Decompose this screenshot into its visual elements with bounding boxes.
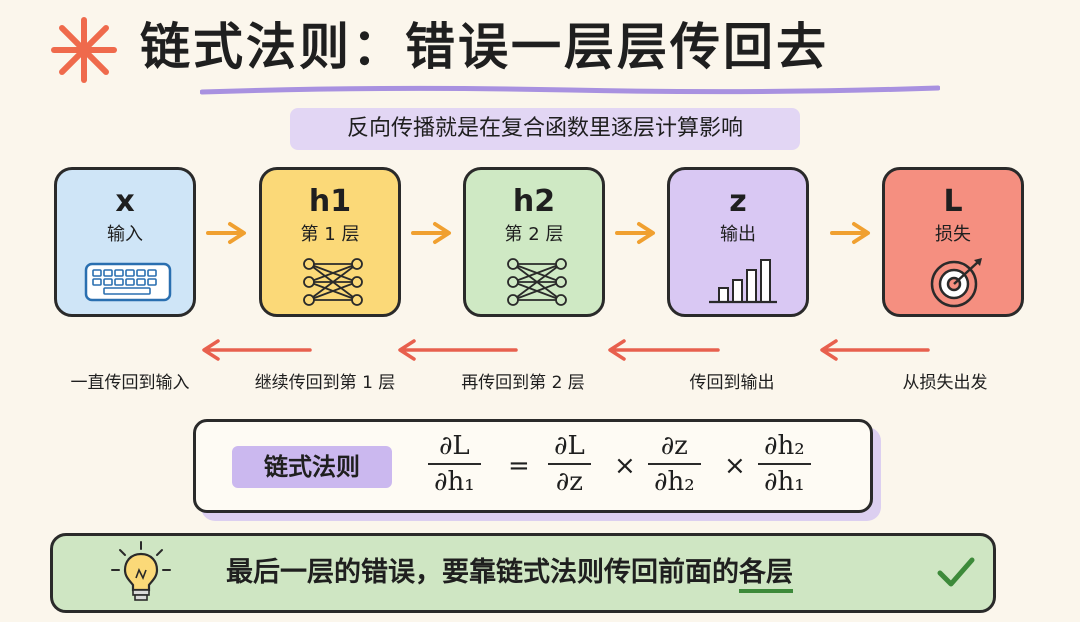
backward-label: 传回到输出 (689, 373, 775, 393)
fraction-bar (758, 463, 811, 465)
node-label: 输入 (107, 224, 143, 245)
backward-label: 再传回到第 2 层 (461, 373, 585, 393)
lightbulb-icon (111, 541, 171, 601)
backward-label: 一直传回到输入 (70, 373, 190, 393)
forward-arrow (830, 222, 870, 244)
fraction-numerator: ∂z (660, 431, 688, 461)
node-input: x 输入 (54, 167, 196, 317)
fraction-bar (428, 463, 481, 465)
times-sign: × (724, 451, 746, 481)
forward-arrow (615, 222, 655, 244)
network-icon (507, 258, 567, 306)
page-title: 链式法则：错误一层层传回去 (140, 18, 829, 76)
fraction-lhs: ∂L ∂h₁ (428, 429, 481, 499)
subtitle: 反向传播就是在复合函数里逐层计算影响 (290, 108, 800, 150)
network-icon (303, 258, 363, 306)
backward-arrow (608, 339, 720, 361)
fraction-numerator: ∂h₂ (764, 431, 805, 461)
fraction-denominator: ∂z (555, 467, 583, 497)
fraction-denominator: ∂h₁ (434, 467, 475, 497)
backward-arrow (202, 339, 312, 361)
summary-banner (50, 533, 996, 613)
summary-text-highlight: 各层 (739, 557, 793, 593)
node-label: 第 1 层 (300, 224, 360, 245)
backward-label: 从损失出发 (902, 373, 988, 393)
star-burst-icon (51, 17, 117, 83)
node-label: 输出 (720, 224, 756, 245)
node-label: 损失 (935, 224, 971, 245)
formula-name-badge: 链式法则 (232, 446, 392, 488)
node-label: 第 2 层 (504, 224, 564, 245)
backward-arrow (398, 339, 518, 361)
node-symbol: L (943, 184, 963, 219)
fraction-term-1: ∂L ∂z (548, 429, 591, 499)
fraction-denominator: ∂h₂ (654, 467, 695, 497)
summary-text-main: 最后一层的错误，要靠链式法则传回前面的 (226, 557, 739, 588)
fraction-numerator: ∂L (438, 431, 470, 461)
bar-chart-icon (709, 259, 777, 304)
node-symbol: h1 (308, 184, 352, 219)
target-icon (930, 258, 982, 308)
node-symbol: x (115, 184, 135, 219)
node-symbol: h2 (512, 184, 556, 219)
fraction-bar (648, 463, 701, 465)
equals-sign: = (508, 451, 530, 481)
check-icon (937, 557, 975, 587)
fraction-denominator: ∂h₁ (764, 467, 805, 497)
node-symbol: z (729, 184, 747, 219)
fraction-term-2: ∂z ∂h₂ (648, 429, 701, 499)
node-output: z 输出 (667, 167, 809, 317)
fraction-term-3: ∂h₂ ∂h₁ (758, 429, 811, 499)
node-layer-2: h2 第 2 层 (463, 167, 605, 317)
backward-arrow (820, 339, 930, 361)
forward-arrow (411, 222, 451, 244)
node-layer-1: h1 第 1 层 (259, 167, 401, 317)
summary-text: 最后一层的错误，要靠链式法则传回前面的各层 (226, 553, 793, 593)
node-loss: L 损失 (882, 167, 1024, 317)
fraction-numerator: ∂L (554, 431, 585, 461)
forward-arrow (206, 222, 246, 244)
times-sign: × (614, 451, 636, 481)
title-underline (200, 85, 940, 95)
fraction-bar (548, 463, 591, 465)
keyboard-icon (84, 262, 172, 302)
backward-label: 继续传回到第 1 层 (254, 373, 396, 393)
